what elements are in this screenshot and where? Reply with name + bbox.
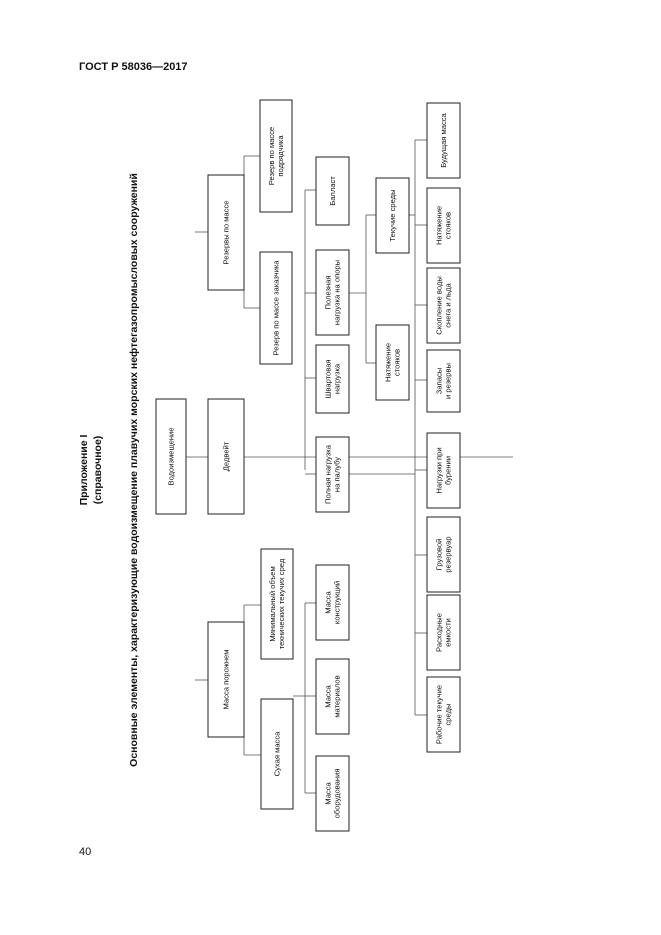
box-future-mass: Будущая масса: [426, 102, 461, 179]
box-label: Резерв по массе заказчика: [272, 260, 281, 356]
box-label: Масса порожнем: [222, 650, 231, 710]
box-label: Балласт: [328, 176, 337, 206]
box-label: Масса: [324, 590, 333, 613]
box-label: Швартовая: [324, 359, 333, 398]
box-label: стояков: [393, 349, 402, 376]
document-header: ГОСТ Р 58036—2017: [79, 61, 188, 73]
box-reserves: Резервы по массе: [207, 174, 245, 291]
box-label: Сухая масса: [273, 731, 282, 776]
box-displacement: Водоизмещение: [155, 398, 187, 515]
box-label: Скопление воды: [435, 276, 444, 335]
box-label: Резервы по массе: [222, 201, 231, 265]
box-label: Натяжение: [384, 343, 393, 382]
box-label: резервуар: [444, 536, 453, 572]
box-label: Будущая масса: [439, 112, 448, 167]
box-label: Рабочие текучие: [435, 685, 444, 744]
box-label: Минимальный объем: [268, 566, 277, 641]
box-label: бурении: [444, 456, 453, 485]
box-label: нагрузка: [333, 363, 342, 394]
box-ballast: Балласт: [315, 156, 350, 226]
box-deadweight: Дедвейт: [207, 398, 245, 515]
box-label: Запасы: [435, 368, 444, 394]
box-res-customer: Резерв по массе заказчика: [259, 251, 293, 365]
box-label: Грузовой: [435, 539, 444, 571]
box-label: Натяжение: [435, 206, 444, 245]
box-label: конструкций: [333, 581, 342, 624]
box-label: на палубу: [333, 457, 342, 492]
box-label: снега и льда: [444, 282, 453, 327]
box-label: Масса: [324, 781, 333, 804]
box-label: технических текучих сред: [277, 558, 286, 649]
box-label: Текучие среды: [388, 189, 397, 241]
box-label: емкости: [444, 618, 453, 647]
box-label: Дедвейт: [222, 441, 231, 471]
box-lightship: Масса порожнем: [207, 621, 245, 738]
box-label: Нагрузки при: [435, 447, 444, 493]
box-label: материалов: [333, 675, 342, 717]
box-label: подрядчика: [276, 135, 285, 177]
box-label: Расходные: [435, 613, 444, 652]
box-label: и резервы: [444, 363, 453, 399]
box-label: Водоизмещение: [167, 428, 176, 486]
box-dry-mass: Сухая масса: [260, 698, 294, 810]
figure-title: Основные элементы, характеризующие водои…: [128, 173, 140, 767]
box-label: стояков: [444, 212, 453, 239]
page-number: 40: [79, 846, 92, 858]
appendix-label: Приложение I: [78, 435, 90, 506]
box-fluids: Текучие среды: [375, 177, 410, 254]
box-label: среды: [444, 704, 453, 726]
box-label: оборудования: [333, 769, 342, 819]
box-label: Резерв по массе: [267, 127, 276, 185]
appendix-note: (справочное): [92, 436, 104, 505]
box-label: нагрузка на опоры: [333, 260, 342, 325]
box-label: Масса: [324, 684, 333, 707]
box-label: Полезная: [324, 275, 333, 309]
box-label: Полная нагрузка: [324, 444, 333, 504]
